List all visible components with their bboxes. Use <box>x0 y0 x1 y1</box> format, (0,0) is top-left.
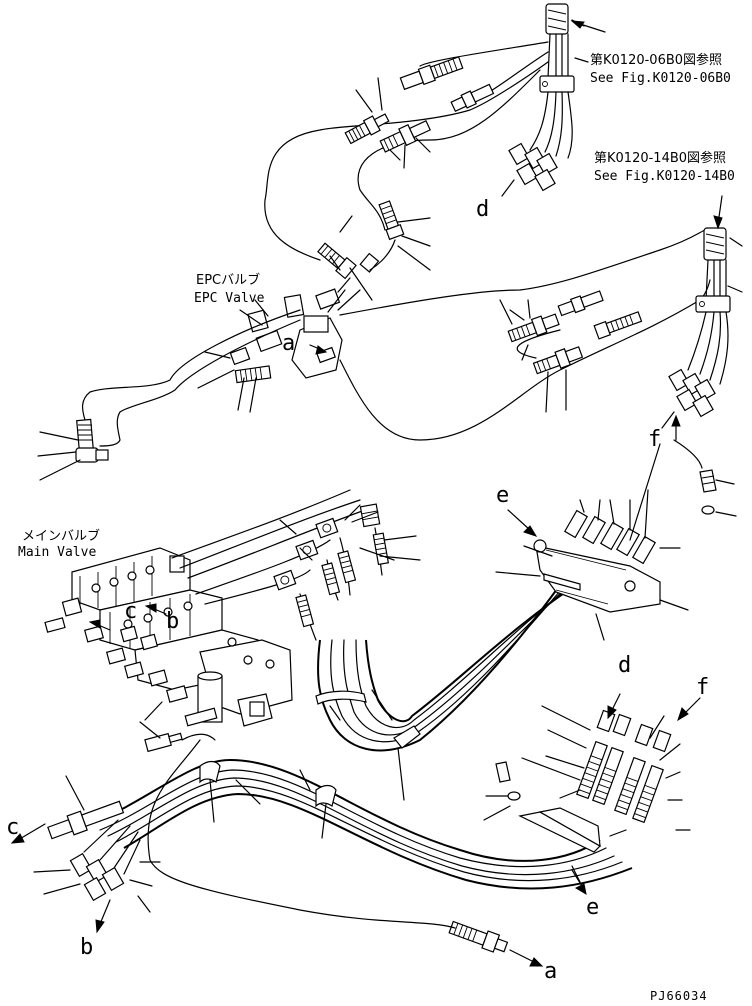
epc-valve <box>197 288 361 413</box>
left-elbow-fittings <box>37 418 109 481</box>
main-valve-ports <box>91 565 275 669</box>
letter-d-right: d <box>618 653 631 678</box>
main-valve-label-en: Main Valve <box>18 545 96 560</box>
letter-d-top: d <box>476 197 489 222</box>
main-valve-lines <box>171 489 421 641</box>
main-valve-label-jp: メインバルブ <box>22 528 100 544</box>
ref-14-jp: 第K0120-14B0図参照 <box>594 150 726 166</box>
letter-a-epc: a <box>282 331 295 356</box>
drawing-code: PJ66034 <box>650 989 708 1003</box>
reference-arrows <box>10 20 723 967</box>
epc-valve-label-en: EPC Valve <box>194 291 265 306</box>
upper-hose-lines <box>264 41 549 261</box>
upper-bundle-fittings <box>508 142 558 192</box>
letter-b-valve: b <box>166 609 179 634</box>
letter-a-bottom: a <box>544 959 557 984</box>
letter-e-bottom: e <box>586 895 599 920</box>
letter-e-bracket: e <box>496 483 509 508</box>
bracket-top-fittings <box>563 509 657 565</box>
epc-fittings <box>317 200 431 301</box>
ref-06-en: See Fig.K0120-06B0 <box>590 71 731 86</box>
main-valve-side-fittings <box>44 597 188 703</box>
right-bracket-assembly <box>495 439 737 641</box>
letter-f-right: f <box>696 675 709 700</box>
letter-c-valve: c <box>124 599 137 624</box>
ref-14-en: See Fig.K0120-14B0 <box>594 169 735 184</box>
ref-06-jp: 第K0120-06B0図参照 <box>590 52 722 68</box>
central-hose-bundle <box>315 577 587 801</box>
connection-letters: a a b b c c d d e e f f <box>6 197 709 984</box>
right-hose-bundle <box>661 227 743 429</box>
letter-f-mid: f <box>648 427 661 452</box>
epc-valve-label-jp: EPCバルブ <box>196 272 260 288</box>
letter-c-left: c <box>6 815 19 840</box>
lower-left-fittings <box>69 852 125 902</box>
component-labels: EPCバルブ EPC Valve メインバルブ Main Valve <box>18 272 265 560</box>
main-valve <box>44 547 293 753</box>
right-middle-connectors <box>499 290 643 413</box>
figure-references: 第K0120-06B0図参照 See Fig.K0120-06B0 第K0120… <box>590 52 735 184</box>
lower-hose-bundle <box>33 739 633 953</box>
epc-long-hoses <box>82 229 711 447</box>
letter-b-bottom: b <box>80 935 93 960</box>
upper-hose-bundle <box>501 3 589 197</box>
